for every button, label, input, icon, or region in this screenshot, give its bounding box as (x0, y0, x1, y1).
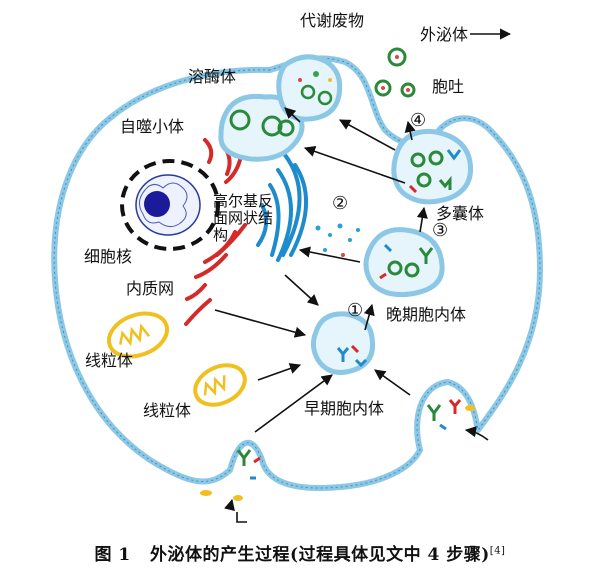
mitochondrion-2 (193, 363, 247, 407)
label-mitochondria-2: 线粒体 (143, 401, 192, 420)
step-1: ① (347, 300, 364, 321)
lysosome (218, 93, 305, 162)
label-metabolic-waste: 代谢废物 (300, 11, 365, 30)
lysosome-upper (276, 54, 343, 122)
label-autophagosome: 自噬小体 (120, 117, 185, 136)
label-early-endosome: 早期胞内体 (304, 399, 385, 418)
step-2: ② (332, 193, 349, 214)
exosomes-released (374, 47, 416, 98)
label-nucleus: 细胞核 (84, 247, 133, 266)
multivesicular-body (391, 128, 474, 205)
caption-figure-number: 图 1 (94, 545, 131, 565)
endoplasmic-reticulum (184, 138, 247, 326)
label-lysosome: 溶酶体 (188, 67, 237, 86)
caption-reference: [4] (489, 545, 506, 557)
label-late-endosome: 晚期胞内体 (386, 305, 467, 324)
label-mvb: 多囊体 (436, 204, 485, 223)
transport-vesicles (315, 223, 360, 257)
step-3: ③ (432, 220, 449, 241)
mitochondrion-1 (106, 311, 170, 359)
nucleolus (144, 191, 170, 217)
golgi-apparatus (256, 153, 308, 262)
endocytosis-right (426, 399, 475, 431)
label-mitochondria-1: 线粒体 (85, 351, 134, 370)
step-4: ④ (410, 110, 427, 131)
label-exocytosis: 胞吐 (432, 77, 465, 96)
endocytosis-left (200, 449, 261, 501)
figure-caption: 图 1 外泌体的产生过程(过程具体见文中 4 步骤)[4] (0, 540, 600, 565)
early-endosome (310, 311, 376, 375)
label-golgi: 高尔基反面网状结构 (213, 192, 274, 244)
late-endosome (363, 227, 445, 298)
arrows (214, 28, 512, 523)
caption-text: 外泌体的产生过程(过程具体见文中 4 步骤) (150, 545, 490, 565)
nucleus (120, 159, 220, 251)
label-er: 内质网 (126, 279, 175, 298)
label-exosome: 外泌体 (420, 25, 469, 44)
